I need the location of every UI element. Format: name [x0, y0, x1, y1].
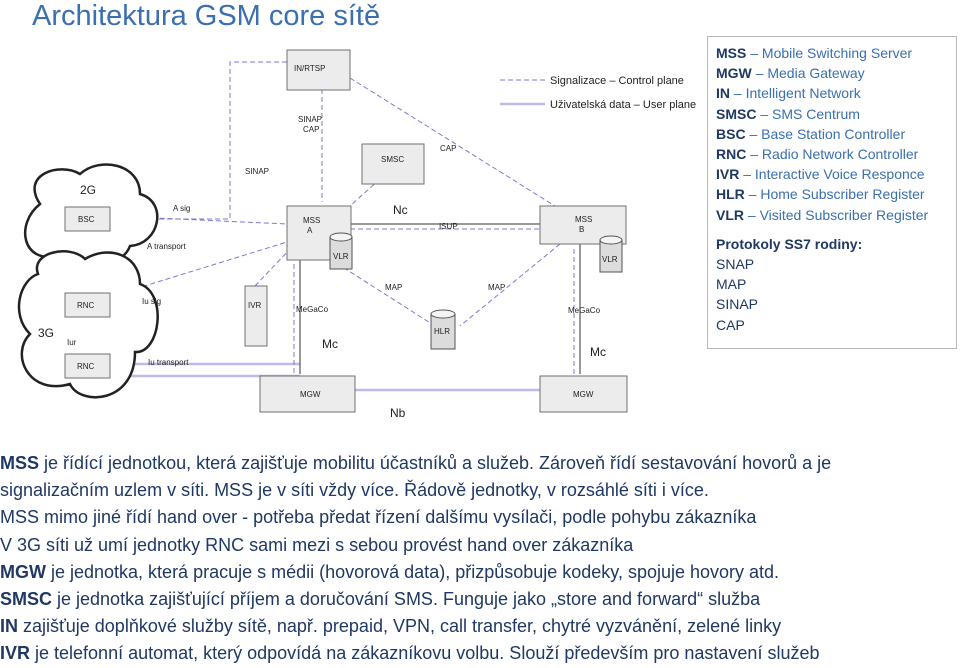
label-a-transport: A transport — [147, 242, 186, 251]
vlr-a-cylinder — [329, 232, 353, 270]
protocol-item: CAP — [716, 316, 745, 333]
label-megaco1: MeGaCo — [296, 305, 329, 314]
label-map1: MAP — [385, 283, 402, 292]
vlr-b-cylinder — [599, 235, 623, 273]
smsc-label: SMSC — [381, 155, 404, 164]
hlr-label: HLR — [434, 327, 450, 336]
label-iu-sig: Iu sig — [142, 297, 161, 306]
ctrl-smsc-mss — [349, 178, 381, 207]
label-nb: Nb — [390, 406, 406, 420]
legend-item: RNC – Radio Network Controller — [716, 146, 919, 163]
legend-item: BSC – Base Station Controller — [716, 125, 906, 142]
description-text: MSS je řídící jednotkou, která zajišťuje… — [0, 450, 960, 668]
abbreviation-legend: MSS – Mobile Switching Server MGW – Medi… — [707, 36, 957, 349]
ctrl-a-sig — [111, 215, 288, 225]
ctrl-map1 — [329, 258, 436, 327]
mss-b-sub: B — [579, 225, 584, 234]
key-control-label: Signalizace – Control plane — [550, 75, 684, 87]
rnc1-label: RNC — [77, 301, 95, 310]
mgw-b-box — [539, 375, 628, 413]
label-isup: ISUP — [439, 222, 458, 231]
legend-item: VLR – Visited Subscriber Register — [716, 206, 929, 223]
ivr-box — [244, 285, 268, 347]
label-sinap: SINAP — [245, 167, 269, 176]
mgw-a-label: MGW — [300, 390, 321, 399]
desc-line: MSS je řídící jednotkou, která zajišťuje… — [0, 453, 832, 473]
cloud-3g — [17, 250, 159, 399]
hlr-cylinder — [430, 309, 456, 350]
legend-item: SMSC – SMS Centrum — [716, 105, 860, 122]
in-rtsp-box — [286, 49, 351, 91]
protocols-title: Protokoly SS7 rodiny: — [716, 235, 863, 252]
label-a-sig: A sig — [173, 204, 190, 213]
label-2g: 2G — [80, 183, 96, 197]
bsc-box — [64, 206, 111, 232]
legend-item: MGW – Media Gateway — [716, 65, 865, 82]
ctrl-ivr — [254, 248, 291, 287]
rnc2-box — [64, 353, 111, 379]
ctrl-map2 — [459, 243, 561, 327]
label-mc1: Mc — [322, 337, 338, 351]
sinap-cap-label2: CAP — [303, 125, 319, 134]
mss-b-label: MSS — [575, 215, 592, 224]
desc-line: signalizačním uzlem v síti. MSS je v sít… — [0, 480, 709, 501]
legend-item: HLR – Home Subscriber Register — [716, 186, 925, 203]
desc-line: IVR je telefonní automat, který odpovídá… — [0, 643, 820, 664]
ctrl-iu-sig — [111, 241, 288, 297]
desc-line: V 3G síti už umí jednotky RNC sami mezi … — [0, 534, 634, 555]
protocol-item: MAP — [716, 276, 747, 293]
protocol-item: SNAP — [716, 256, 755, 273]
desc-line: MGW je jednotka, která pracuje s médii (… — [0, 561, 780, 582]
legend-item: IN – Intelligent Network — [716, 85, 861, 102]
label-cap: CAP — [440, 144, 456, 153]
mss-a-label: MSS — [303, 216, 320, 225]
smsc-box — [361, 143, 425, 185]
legend-item: IVR – Interactive Voice Responce — [716, 166, 925, 183]
mss-a-sub: A — [307, 226, 313, 235]
vlr-b-label: VLR — [602, 255, 618, 264]
sinap-cap-label: SINAP — [298, 115, 322, 124]
mgw-b-label: MGW — [573, 390, 594, 399]
label-megaco2: MeGaCo — [568, 306, 601, 315]
label-3g: 3G — [38, 326, 54, 340]
protocol-item: SINAP — [716, 296, 759, 313]
desc-line: SMSC je jednotka zajišťující příjem a do… — [0, 589, 761, 610]
label-map2: MAP — [488, 283, 505, 292]
ctrl-cap — [349, 77, 556, 207]
in-rtsp-label: IN/RTSP — [294, 64, 325, 73]
label-mc2: Mc — [590, 345, 606, 359]
legend-item: MSS – Mobile Switching Server — [716, 45, 913, 61]
key-user-label: Uživatelská data – User plane — [550, 99, 696, 111]
ivr-label: IVR — [248, 301, 262, 310]
vlr-a-label: VLR — [333, 252, 349, 261]
label-iu-transport: Iu transport — [148, 358, 189, 367]
rnc1-box — [64, 292, 111, 318]
desc-line: MSS mimo jiné řídí hand over - potřeba p… — [0, 507, 757, 528]
rnc2-label: RNC — [77, 362, 95, 371]
desc-line: IN zajišťuje doplňkové služby sítě, např… — [0, 616, 782, 637]
page-title: Architektura GSM core sítě — [32, 0, 381, 32]
bsc-label: BSC — [78, 215, 95, 224]
gsm-core-diagram: 2G 3G BSC RNC RNC Iur IN/RTSP SINAP CAP … — [17, 49, 696, 420]
mgw-a-box — [259, 375, 356, 413]
label-nc: Nc — [393, 203, 408, 217]
label-iur: Iur — [67, 338, 77, 347]
